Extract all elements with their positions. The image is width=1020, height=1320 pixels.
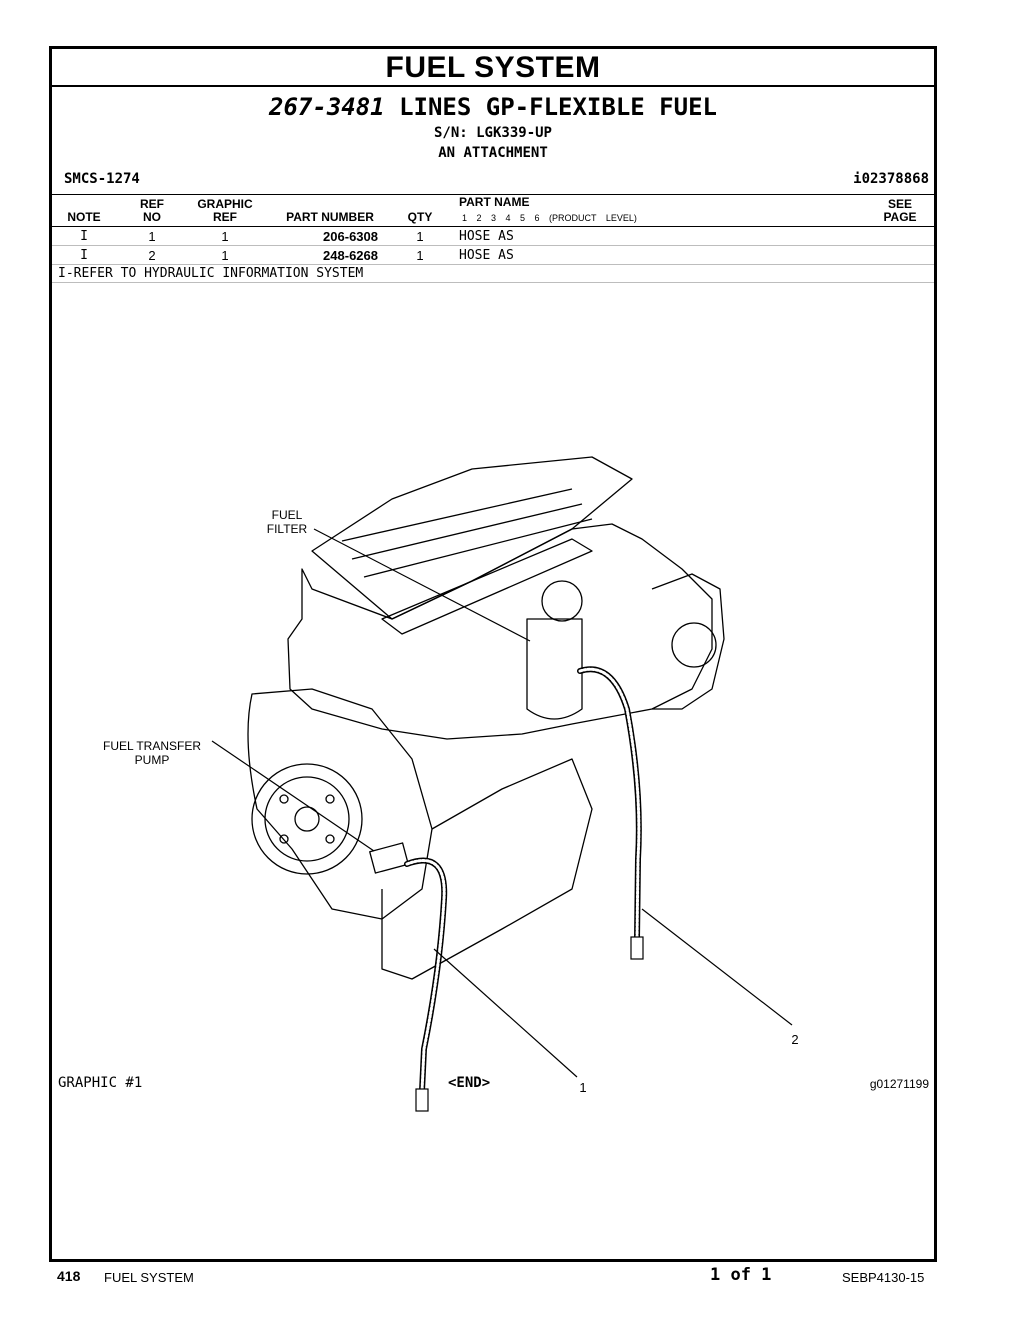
- header-graphic-bottom: REF: [213, 210, 237, 224]
- table-header-rule: [52, 226, 934, 227]
- row1-note: I: [80, 229, 88, 244]
- hose-1: [404, 857, 448, 1094]
- cover-rib: [363, 518, 593, 578]
- hose-2-weave: [578, 667, 641, 941]
- valve-cover: [311, 456, 633, 620]
- row1-graphic-ref: 1: [221, 229, 229, 244]
- header-ref-top: REF: [140, 197, 164, 211]
- cover-rib: [341, 488, 573, 542]
- rear-housing: [651, 573, 725, 710]
- fuel-filter-label: FUEL: [272, 508, 303, 522]
- engine-drawing: FUEL FILTER FUEL TRANSFER PUMP 1 2: [103, 456, 799, 1112]
- transfer-pump-leader: [211, 740, 375, 852]
- group-name: LINES GP-FLEXIBLE FUEL: [399, 93, 717, 121]
- fuel-filter-label: FILTER: [267, 522, 308, 536]
- table-footnote: I-REFER TO HYDRAULIC INFORMATION SYSTEM: [58, 266, 364, 281]
- damper-pulley: [251, 763, 363, 875]
- row2-qty: 1: [416, 248, 424, 263]
- row1-part-number: 206-6308: [323, 229, 378, 244]
- flywheel-housing: [247, 688, 433, 920]
- damper-hub: [294, 806, 320, 832]
- row2-part-number: 248-6268: [323, 248, 378, 263]
- fuel-filter-cap: [541, 580, 583, 622]
- oil-pan: [381, 758, 593, 980]
- transfer-pump-label: FUEL TRANSFER: [103, 739, 201, 753]
- cover-rib: [351, 503, 583, 560]
- callout-2: 2: [791, 1032, 798, 1047]
- header-product-levels: 1 2 3 4 5 6 (PRODUCT LEVEL): [462, 213, 637, 223]
- footer-section: FUEL SYSTEM: [104, 1270, 194, 1285]
- header-ref-bottom: NO: [143, 210, 161, 224]
- callout-1: 1: [579, 1080, 586, 1095]
- footer-page-of: 1 of 1: [710, 1265, 772, 1285]
- header-note: NOTE: [67, 210, 101, 224]
- bolt: [279, 834, 289, 844]
- fuel-filter: [526, 618, 583, 720]
- hose-1-fitting: [415, 1088, 429, 1112]
- row-divider: [52, 245, 934, 246]
- row1-ref-no: 1: [148, 229, 156, 244]
- page-title: FUEL SYSTEM: [385, 51, 601, 84]
- hose-2-fitting: [630, 936, 644, 960]
- header-part-name: PART NAME: [459, 195, 530, 209]
- header-qty: QTY: [407, 210, 433, 224]
- end-marker: <END>: [448, 1075, 491, 1091]
- hose-1-weave: [405, 859, 446, 1093]
- row-divider: [52, 264, 934, 265]
- document-ident: i02378868: [853, 171, 929, 187]
- row2-note: I: [80, 248, 88, 263]
- header-see-bottom: PAGE: [883, 210, 917, 224]
- page-frame: FUEL SYSTEM 267-3481 LINES GP-FLEXIBLE F…: [49, 46, 937, 1262]
- graphic-id: g01271199: [869, 1077, 929, 1091]
- row2-part-name: HOSE AS: [459, 248, 514, 263]
- footnote-rule: [52, 282, 934, 283]
- fuel-transfer-pump: [369, 842, 409, 874]
- attachment-label: AN ATTACHMENT: [438, 145, 548, 161]
- footer-page-number: 418: [57, 1268, 81, 1284]
- row1-qty: 1: [416, 229, 424, 244]
- footer-doc-number: SEBP4130-15: [842, 1270, 925, 1285]
- cylinder-head: [381, 538, 593, 635]
- header-see-top: SEE: [887, 197, 912, 211]
- bolt: [325, 834, 335, 844]
- hose-2: [577, 666, 642, 942]
- graphic-caption: GRAPHIC #1: [58, 1075, 143, 1091]
- serial-number: S/N: LGK339-UP: [433, 125, 552, 141]
- callout-1-leader: [433, 948, 578, 1078]
- engine-block: [287, 523, 713, 740]
- title-bar: FUEL SYSTEM: [52, 49, 934, 87]
- bolt: [325, 794, 335, 804]
- table-top-rule: [52, 194, 934, 195]
- engine-illustration: FUEL FILTER FUEL TRANSFER PUMP 1 2: [52, 289, 934, 1169]
- transfer-pump-label: PUMP: [135, 753, 170, 767]
- damper-inner: [264, 776, 350, 862]
- row2-ref-no: 2: [148, 248, 156, 263]
- rear-port: [671, 622, 717, 668]
- fuel-filter-leader: [313, 528, 531, 642]
- group-number: 267-3481: [269, 93, 385, 121]
- row2-graphic-ref: 1: [221, 248, 229, 263]
- header-part-number: PART NUMBER: [286, 210, 374, 224]
- row1-part-name: HOSE AS: [459, 229, 514, 244]
- smcs-code: SMCS-1274: [64, 171, 140, 187]
- group-heading: 267-3481 LINES GP-FLEXIBLE FUEL: [52, 93, 934, 121]
- header-graphic-top: GRAPHIC: [197, 197, 253, 211]
- callout-2-leader: [641, 908, 793, 1026]
- bolt: [279, 794, 289, 804]
